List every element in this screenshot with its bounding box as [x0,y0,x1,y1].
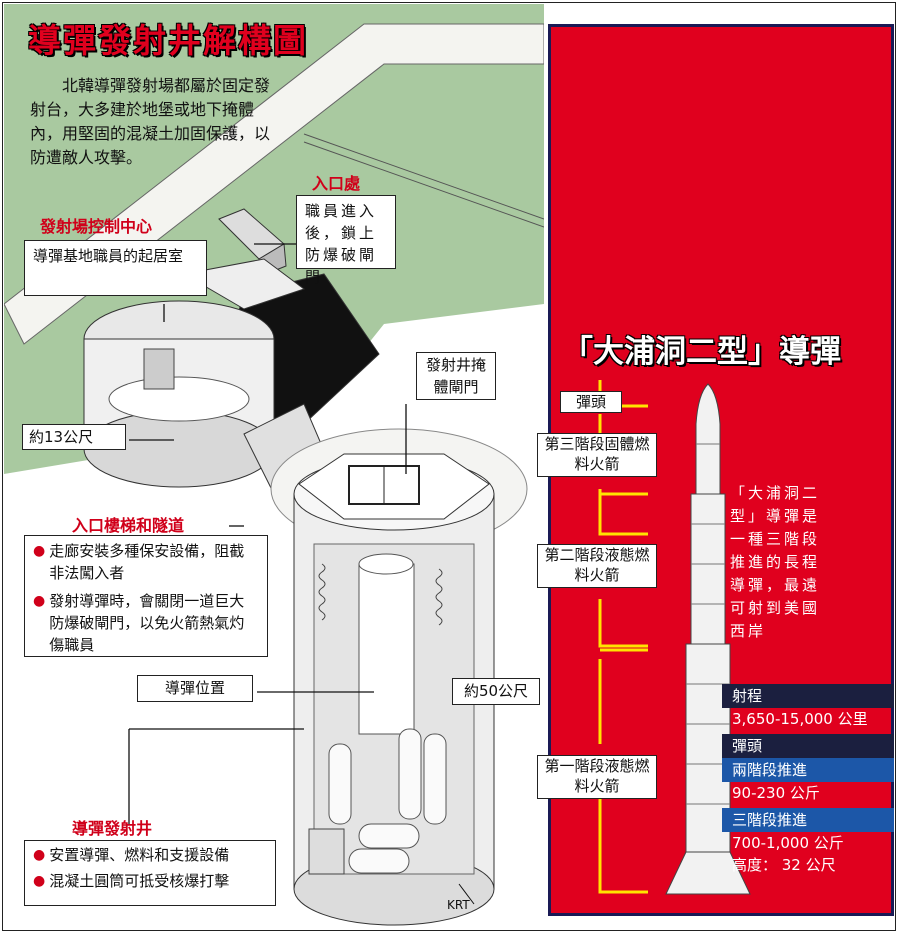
stage1-label: 第一階段液態燃料火箭 [537,755,657,799]
missile-title: 「大浦洞二型」導彈 [562,334,841,370]
three-stage-value: 700-1,000 公斤 [732,834,844,852]
warhead-label: 彈頭 [560,391,622,413]
missile-position-text: 導彈位置 [164,679,225,697]
silo-bullet-2-text: 混凝土圓筒可抵受核爆打擊 [49,872,230,890]
range-header: 射程 [722,684,894,708]
three-stage-header: 三階段推進 [722,808,894,832]
two-stage-value: 90-230 公斤 [732,784,820,802]
silo-illustration [4,4,544,926]
stage2-label: 第二階段液態燃料火箭 [537,544,657,588]
illustration-panel [4,4,544,930]
silo-bullet-1-text: 安置導彈、燃料和支援設備 [49,846,230,864]
silo-bullet-1: ●安置導彈、燃料和支援設備 [33,846,230,864]
entrance-label: 入口處 [312,174,361,193]
stairs-bullet-1: ●走廊安裝多種保安設備，阻截非法闖入者 [33,540,259,584]
entrance-box: 職員進入後，鎖上防爆破閘門 [296,195,396,286]
silo-door-text: 發射井掩體閘門 [425,356,486,396]
depth-13m-text: 約13公尺 [29,428,94,446]
height-value: 高度： 32 公尺 [732,856,836,874]
silo-door-box: 發射井掩體閘門 [416,352,496,400]
stage3-label: 第三階段固體燃料火箭 [537,433,657,477]
depth-50m-text: 約50公尺 [463,682,529,700]
stairs-bullet-2-text: 發射導彈時，會關閉一道巨大防爆破閘門，以免火箭熱氣灼傷職員 [49,592,245,654]
missile-description: 「大浦洞二型」導彈是一種三階段推進的長程導彈，最遠可射到美國西岸 [730,484,821,640]
stairs-bullet-1-text: 走廊安裝多種保安設備，阻截非法闖入者 [49,542,245,582]
two-stage-header: 兩階段推進 [722,758,894,782]
silo-label: 導彈發射井 [72,819,153,838]
warhead-header: 彈頭 [722,734,894,758]
control-center-text: 導彈基地職員的起居室 [33,247,184,265]
page-title: 導彈發射井解構圖 [28,21,308,60]
depth-13m-box: 約13公尺 [22,424,126,450]
stairs-box: ●走廊安裝多種保安設備，阻截非法闖入者 ●發射導彈時，會關閉一道巨大防爆破閘門，… [24,535,268,657]
control-center-label: 發射場控制中心 [40,217,153,236]
silo-box: ●安置導彈、燃料和支援設備 ●混凝土圓筒可抵受核爆打擊 [24,840,276,906]
depth-50m-box: 約50公尺 [452,678,540,705]
silo-bullet-2: ●混凝土圓筒可抵受核爆打擊 [33,872,230,890]
missile-diagram [598,380,751,895]
stairs-label: 入口樓梯和隧道 [72,516,185,535]
range-value: 3,650-15,000 公里 [732,710,868,728]
intro-text: 北韓導彈發射場都屬於固定發射台，大多建於地堡或地下掩體內，用堅固的混凝土加固保護… [30,76,271,167]
missile-position-box: 導彈位置 [137,675,253,702]
control-center-box: 導彈基地職員的起居室 [24,240,207,296]
credit-label: KRT [447,898,470,912]
entrance-text: 職員進入後，鎖上防爆破閘門 [305,202,378,286]
stairs-bullet-2: ●發射導彈時，會關閉一道巨大防爆破閘門，以免火箭熱氣灼傷職員 [33,590,259,656]
